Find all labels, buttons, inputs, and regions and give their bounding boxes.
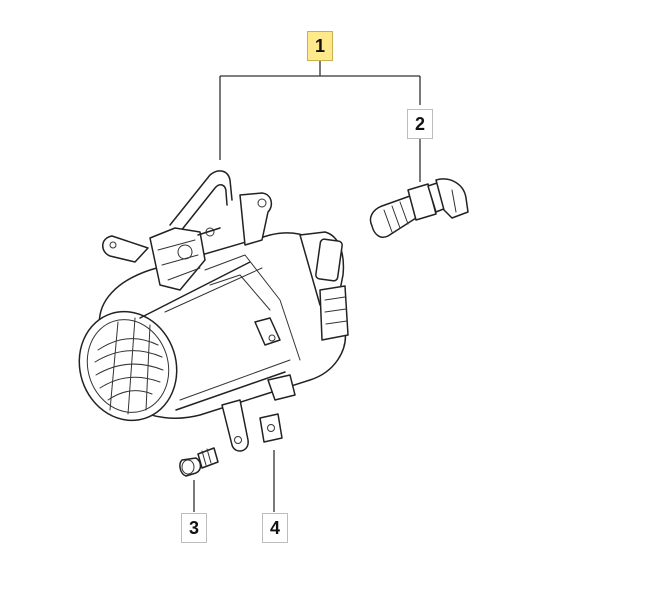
fog-lamp-assembly-icon[interactable] (65, 170, 349, 452)
callout-3[interactable]: 3 (181, 513, 207, 543)
clip-nut-icon[interactable] (259, 413, 283, 443)
callout-1[interactable]: 1 (307, 31, 333, 61)
callout-2[interactable]: 2 (407, 109, 433, 139)
callout-1-leader (219, 61, 421, 160)
lens-pattern (94, 317, 164, 415)
callout-4[interactable]: 4 (262, 513, 288, 543)
halogen-bulb-icon[interactable] (369, 178, 469, 238)
bolt-icon[interactable] (179, 447, 219, 477)
